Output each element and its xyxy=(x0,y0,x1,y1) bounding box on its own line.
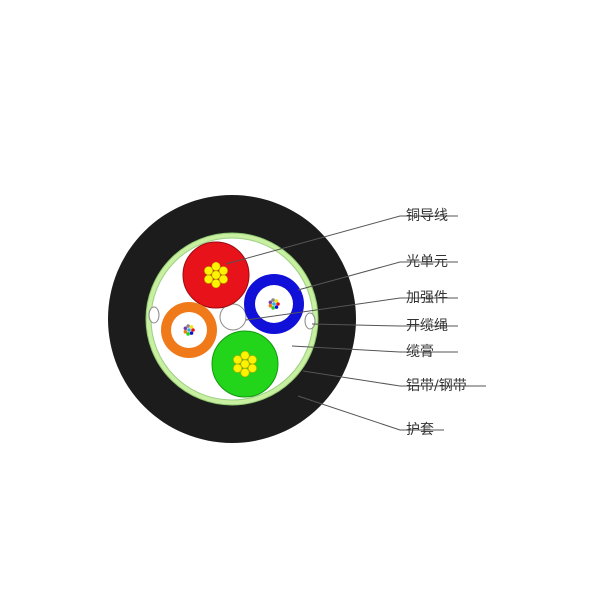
copper-unit-red xyxy=(182,241,250,309)
leader-optical-unit xyxy=(297,261,458,291)
optical-fiber xyxy=(276,302,280,306)
optical-fiber xyxy=(268,303,273,308)
optical-fiber xyxy=(186,332,190,336)
optical-fiber xyxy=(274,305,279,309)
copper-wire xyxy=(211,279,221,289)
leader-lines xyxy=(225,215,486,431)
copper-wire xyxy=(211,270,221,280)
fiber-bundle-blue xyxy=(268,298,280,310)
copper-wire xyxy=(218,274,228,284)
leader-conductor xyxy=(225,215,458,265)
copper-wire xyxy=(218,266,228,276)
copper-wire xyxy=(240,359,250,369)
optical-fiber xyxy=(268,300,273,305)
optical-fiber xyxy=(272,302,276,306)
ripcord-right xyxy=(304,312,316,330)
copper-wire xyxy=(247,355,257,365)
label-sheath: 护套 xyxy=(406,422,434,438)
copper-wire xyxy=(211,261,221,271)
optical-fiber xyxy=(186,324,190,328)
label-conductor: 铜导线 xyxy=(406,208,448,224)
copper-unit-green xyxy=(211,330,279,398)
optical-fiber xyxy=(187,328,191,332)
copper-wire xyxy=(240,368,250,378)
label-optical-unit: 光单元 xyxy=(406,254,448,270)
copper-wire xyxy=(204,266,214,276)
fiber-bundle-orange xyxy=(183,324,195,336)
leader-strength-member xyxy=(245,297,458,321)
copper-wire xyxy=(233,363,243,373)
copper-wire xyxy=(240,350,250,360)
leader-sheath xyxy=(297,395,444,431)
label-filling-compound: 缆膏 xyxy=(406,343,434,360)
optical-fiber xyxy=(183,326,188,331)
copper-wire xyxy=(233,355,243,365)
leader-tape xyxy=(302,370,486,387)
optical-fiber xyxy=(189,325,194,329)
leader-filling-compound xyxy=(291,345,458,353)
copper-wire-bundle-red xyxy=(204,261,228,289)
label-ripcord: 开缆绳 xyxy=(406,318,448,334)
optical-unit-blue xyxy=(244,274,304,334)
optical-fiber xyxy=(189,331,194,335)
optical-fiber xyxy=(274,299,279,303)
leader-ripcord xyxy=(311,323,458,327)
optical-fiber xyxy=(191,328,195,332)
optical-fiber xyxy=(183,329,188,334)
optical-fiber xyxy=(271,298,275,302)
ripcord-left xyxy=(148,306,160,324)
copper-wire-bundle-green xyxy=(233,350,257,378)
copper-wire xyxy=(247,363,257,373)
copper-wire xyxy=(204,274,214,284)
label-tape: 铝带/钢带 xyxy=(406,378,467,394)
optical-fiber xyxy=(271,306,275,310)
optical-unit-orange xyxy=(161,302,217,358)
strength-member xyxy=(219,303,247,331)
label-strength-member: 加强件 xyxy=(406,290,448,306)
